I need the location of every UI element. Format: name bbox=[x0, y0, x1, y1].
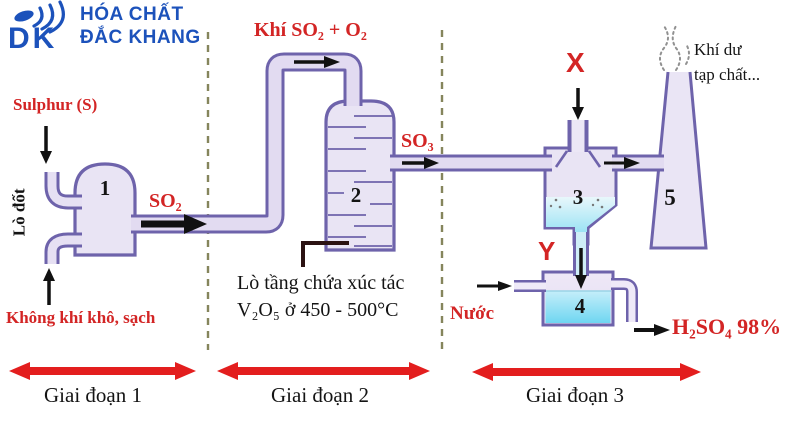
catalyst-tower-vessel bbox=[324, 99, 396, 252]
stage-arrows bbox=[9, 362, 701, 381]
catalyst-note: Lò tầng chứa xúc tác V₂O₅ ở 450 - 500°C bbox=[237, 270, 404, 324]
absorber-liquid bbox=[546, 197, 615, 243]
vessel-1-number: 1 bbox=[99, 176, 111, 200]
dilution-liquid bbox=[545, 291, 611, 323]
funnel-flare bbox=[554, 150, 602, 168]
so2-o2-pipe-label: Khí SO₂ + O₂ bbox=[254, 19, 367, 41]
catalyst-tray-lines bbox=[328, 115, 392, 247]
company-name-line2: ĐẮC KHANG bbox=[80, 27, 201, 48]
vessel-5-number: 5 bbox=[664, 185, 676, 210]
sulphur-label: Sulphur (S) bbox=[13, 95, 98, 114]
stage-3-label: Giai đoạn 3 bbox=[526, 383, 624, 407]
dk-logo-icon bbox=[14, 0, 65, 34]
flow-arrows bbox=[40, 56, 670, 336]
air-label: Không khí khô, sạch bbox=[6, 308, 156, 327]
catalyst-note-line2: V₂O₅ ở 450 - 500°C bbox=[237, 299, 399, 321]
vessel-4-number: 4 bbox=[574, 294, 586, 318]
droplet-specks bbox=[549, 198, 604, 209]
company-name-line1: HÓA CHẤT bbox=[80, 4, 184, 25]
smoke-icon bbox=[659, 23, 690, 71]
exhaust-gas-line2: tạp chất... bbox=[694, 64, 761, 84]
catalyst-leader-line bbox=[301, 241, 349, 267]
so3-label: SO₃ bbox=[401, 130, 434, 152]
y-product-label: Y bbox=[538, 236, 556, 266]
h2so4-product-label: H₂SO₄ 98% bbox=[672, 314, 782, 339]
exhaust-gas-label: Khí dư tạp chất... bbox=[694, 38, 760, 87]
stage-1-label: Giai đoạn 1 bbox=[44, 383, 142, 407]
stage-2-label: Giai đoạn 2 bbox=[271, 383, 369, 407]
so2-label: SO₂ bbox=[149, 190, 182, 212]
vessel-2-number: 2 bbox=[350, 183, 362, 207]
exhaust-gas-line1: Khí dư bbox=[694, 40, 742, 59]
furnace-vessel bbox=[73, 162, 137, 257]
x-reagent-label: X bbox=[566, 47, 585, 78]
logo-mark: DK bbox=[8, 22, 58, 55]
catalyst-note-line1: Lò tầng chứa xúc tác bbox=[237, 272, 405, 294]
water-label: Nước bbox=[450, 303, 495, 324]
furnace-side-label: Lò đốt bbox=[9, 188, 29, 237]
vessel-3-number: 3 bbox=[572, 185, 584, 209]
